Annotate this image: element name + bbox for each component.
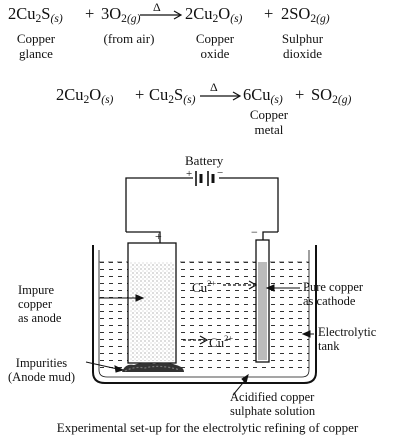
- reaction1-oxygen: 3O2(g): [101, 4, 141, 25]
- reaction1-arrow: [140, 10, 183, 20]
- reaction1-copper-oxide: 2Cu2O(s): [185, 4, 243, 25]
- label-from-air: (from air): [103, 31, 155, 46]
- reaction2-copper-oxide: 2Cu2O(s): [56, 85, 114, 106]
- reaction2-sulphur-dioxide: SO2(g): [311, 85, 352, 106]
- anode-mud: [122, 362, 184, 372]
- circuit-wire: [125, 177, 279, 243]
- reaction2-copper-sulphide: Cu2S(s): [149, 85, 196, 106]
- anode-plus-sign: +: [155, 229, 162, 243]
- reaction2-copper: 6Cu(s): [243, 85, 283, 106]
- reaction1-plus-2: +: [264, 4, 274, 23]
- reaction1-copper-glance: 2Cu2S(s): [8, 4, 63, 25]
- electrolytic-tank: [92, 245, 317, 384]
- battery-minus-sign: −: [217, 167, 224, 179]
- reaction2-plus-1: +: [135, 85, 145, 104]
- reaction1-plus-1: +: [85, 4, 95, 23]
- reaction2-delta: Δ: [210, 80, 218, 94]
- battery-label: Battery: [185, 153, 224, 168]
- reaction1-sulphur-dioxide: 2SO2(g): [281, 4, 330, 25]
- ion-arrow-lower: [183, 335, 209, 345]
- cathode-minus-sign: −: [251, 225, 258, 239]
- reaction1-delta: Δ: [153, 0, 161, 14]
- ion-arrow-upper: [223, 280, 258, 290]
- reaction2-plus-2: +: [295, 85, 305, 104]
- label-pointers: [85, 284, 314, 396]
- battery-plus-sign: +: [186, 168, 193, 180]
- copper-ion-lower: Cu2+: [209, 333, 234, 350]
- copper-ion-upper: Cu2+: [192, 278, 217, 295]
- figure-caption: Experimental set-up for the electrolytic…: [56, 420, 359, 435]
- impurities-label: Impurities(Anode mud): [8, 356, 75, 384]
- reaction2-arrow: [200, 91, 242, 101]
- battery-icon: [195, 171, 215, 186]
